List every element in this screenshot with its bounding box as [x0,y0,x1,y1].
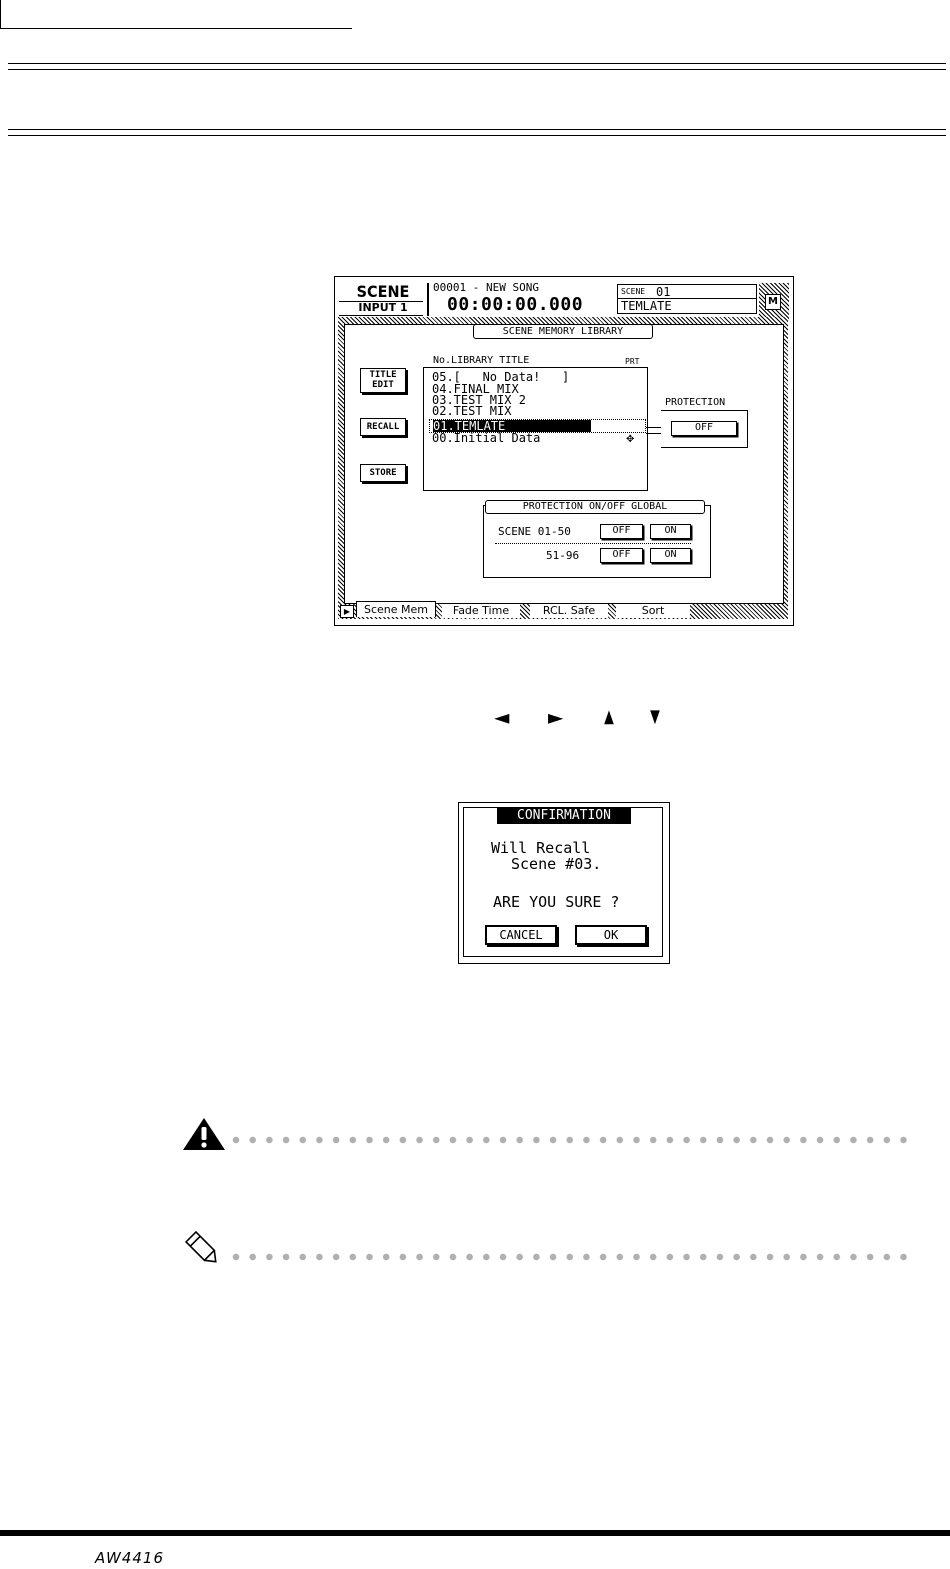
global-row1-on-button[interactable]: ON [650,524,691,539]
cursor-down-icon: ▼ [650,706,660,727]
confirmation-question: ARE YOU SURE ? [493,893,620,911]
global-row-divider [495,543,691,544]
scene-label: SCENE [621,287,646,296]
list-header-prt: PRT [625,357,640,366]
protection-connector-2 [646,433,662,434]
list-item[interactable]: 05.[ No Data! ] [432,370,570,384]
header-left-tick [0,0,1,29]
confirmation-title: CONFIRMATION [497,807,631,824]
confirmation-dialog: CONFIRMATION Will Recall Scene #03. ARE … [458,802,670,964]
pencil-note-icon [185,1230,217,1263]
cursor-right-icon: ► [548,705,564,729]
top-divider [427,283,429,316]
cursor-up-icon: ▲ [604,706,614,727]
tip-dotted-line [232,1253,912,1261]
title-edit-button[interactable]: TITLE EDIT [360,368,406,393]
library-list: 05.[ No Data! ] 04.FINAL MIX 03.TEST MIX… [423,367,648,491]
list-item[interactable]: 03.TEST MIX 2 [432,393,526,407]
tab-fade-time[interactable]: Fade Time [442,603,520,618]
channel-name: INPUT 1 [358,301,408,314]
warning-dotted-line [232,1136,912,1144]
play-icon[interactable]: ▶ [340,605,354,618]
protection-label: PROTECTION [665,397,726,408]
global-row2-off-button[interactable]: OFF [600,548,643,563]
screen-name-underline [339,301,423,302]
global-protection-title: PROTECTION ON/OFF GLOBAL [485,500,705,514]
global-row2-label: 51-96 [546,549,580,562]
global-protection-box [483,505,711,578]
selection-highlight [433,420,591,432]
tab-rcl-safe[interactable]: RCL. Safe [530,603,608,618]
screen-name: SCENE [356,282,410,301]
store-button[interactable]: STORE [360,464,406,482]
scene-info-box: SCENE 01 TEMLATE [617,284,757,314]
section-rule-bottom-2 [8,135,946,136]
global-row1-label: SCENE 01-50 [498,525,571,538]
list-item-selected: 01.TEMLATE [433,419,506,433]
lcd-screen: SCENE INPUT 1 00001 - NEW SONG 00:00:00.… [334,276,794,626]
panel-title: SCENE MEMORY LIBRARY [473,324,653,339]
header-top-line [0,28,352,29]
global-row1-off-button[interactable]: OFF [600,524,643,539]
list-header-title: No.LIBRARY TITLE [433,355,530,366]
section-rule-top-2 [8,69,946,70]
channel-underline [339,315,423,316]
scene-title: TEMLATE [621,299,672,313]
product-logo: AW4416 [95,1549,165,1567]
footer-rule [0,1530,950,1536]
list-item-selected-bar[interactable]: 01.TEMLATE [429,419,646,433]
tab-bar: ▶ Scene Mem Fade Time RCL. Safe Sort [338,601,788,619]
tab-sort[interactable]: Sort [616,603,690,618]
ok-button[interactable]: OK [575,925,647,945]
cursor-left-icon: ◄ [494,705,510,729]
section-rule-bottom-1 [8,129,946,130]
list-item[interactable]: 00.Initial Data [432,431,541,445]
list-item[interactable]: 02.TEST MIX [432,404,512,418]
global-row2-on-button[interactable]: ON [650,548,691,563]
song-name: 00001 - NEW SONG [433,281,539,294]
cancel-button[interactable]: CANCEL [485,925,557,945]
recall-button[interactable]: RECALL [360,418,406,436]
list-item[interactable]: 04.FINAL MIX [432,382,519,396]
scene-number: 01 [656,285,671,299]
tab-scene-mem[interactable]: Scene Mem [356,601,436,617]
confirmation-line2: Scene #03. [511,855,602,873]
protection-connector-1 [646,427,662,428]
confirmation-line1: Will Recall [491,839,591,857]
scene-divider [618,298,756,299]
protect-indicator-icon: ✥ [626,434,635,445]
mode-indicator: M [765,294,781,310]
section-rule-top-1 [8,63,946,64]
time-display: 00:00:00.000 [447,294,584,315]
warning-icon [183,1118,225,1150]
protection-toggle[interactable]: OFF [671,421,737,436]
